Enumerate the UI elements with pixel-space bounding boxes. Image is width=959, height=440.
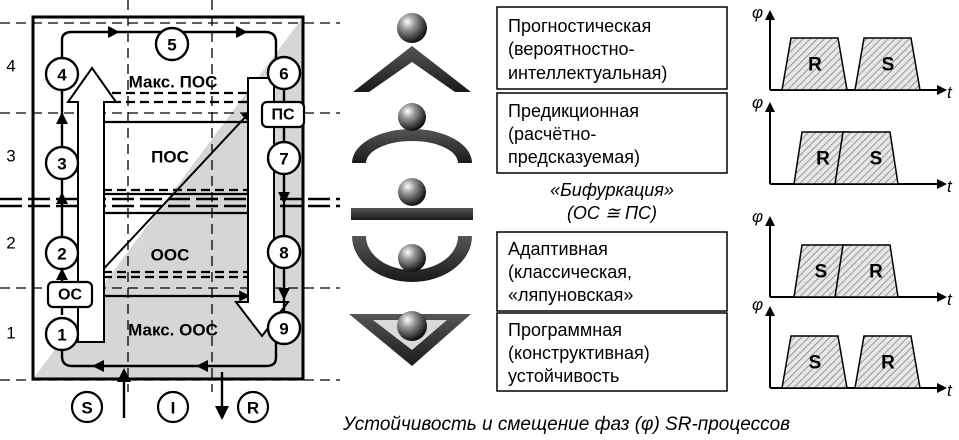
svg-text:φ: φ	[752, 93, 763, 112]
ball-on-peak-icon	[353, 13, 471, 92]
svg-text:4: 4	[57, 66, 67, 85]
stability-descriptions: Прогностическая (вероятностно- интеллект…	[496, 6, 728, 392]
svg-text:3: 3	[57, 155, 66, 174]
svg-text:(вероятностно-: (вероятностно-	[508, 39, 635, 59]
svg-text:R: R	[869, 262, 883, 283]
svg-text:φ: φ	[752, 207, 763, 226]
svg-text:Прогностическая: Прогностическая	[508, 16, 651, 36]
svg-text:8: 8	[279, 244, 288, 263]
region-oos: ООС	[151, 246, 190, 265]
svg-text:«ляпуновская»: «ляпуновская»	[508, 285, 633, 305]
svg-text:ОС: ОС	[58, 287, 82, 304]
node-5: 5	[154, 26, 190, 62]
svg-text:t: t	[947, 381, 953, 400]
region-pos: ПОС	[151, 148, 189, 167]
region-max-pos: Макс. ПОС	[129, 73, 218, 92]
stability-icons	[349, 13, 473, 366]
svg-text:S: S	[809, 353, 822, 374]
node-3: 3	[44, 145, 80, 181]
node-9: 9	[266, 310, 302, 346]
phase-axis-x: t	[947, 83, 953, 102]
svg-text:t: t	[947, 177, 953, 196]
svg-text:предсказуемая): предсказуемая)	[508, 147, 640, 167]
svg-text:9: 9	[279, 320, 288, 339]
os-box: ОС	[46, 280, 94, 309]
svg-text:S: S	[882, 55, 895, 76]
svg-text:R: R	[247, 399, 259, 418]
svg-text:R: R	[816, 149, 830, 170]
phase-plot-3: φ t S R	[752, 207, 953, 309]
phase-plot-2: φ t R S	[752, 93, 953, 196]
phase-plot-4: φ t S R	[752, 295, 953, 400]
input-s: S	[70, 390, 104, 424]
node-7: 7	[266, 140, 302, 176]
svg-text:(ОС ≅ ПС): (ОС ≅ ПС)	[567, 203, 657, 223]
node-2: 2	[44, 235, 80, 271]
svg-text:2: 2	[57, 245, 66, 264]
svg-text:S: S	[870, 149, 883, 170]
svg-text:S: S	[815, 262, 828, 283]
caption: Устойчивость и смещение фаз (φ) SR-проце…	[342, 414, 790, 435]
node-6: 6	[266, 55, 302, 91]
bifurcation-label: «Бифуркация» (ОС ≅ ПС)	[550, 180, 674, 223]
svg-text:(классическая,: (классическая,	[508, 262, 632, 282]
input-i: I	[156, 390, 190, 424]
svg-text:φ: φ	[752, 295, 763, 314]
node-8: 8	[266, 234, 302, 270]
nodes: 1 2 3 4 5 6 7 8 9	[44, 26, 302, 352]
svg-text:(расчётно-: (расчётно-	[508, 124, 596, 144]
output-r: R	[236, 390, 270, 424]
svg-text:1: 1	[57, 326, 66, 345]
level-3: 3	[6, 147, 15, 166]
ps-box: ПС	[260, 100, 306, 129]
svg-text:R: R	[808, 55, 822, 76]
svg-text:Предикционная: Предикционная	[508, 101, 639, 121]
svg-text:5: 5	[167, 36, 176, 55]
level-2: 2	[6, 234, 15, 253]
up-arrow	[66, 66, 118, 343]
svg-text:t: t	[947, 290, 953, 309]
svg-text:«Бифуркация»: «Бифуркация»	[550, 180, 674, 200]
level-1: 1	[6, 324, 15, 343]
svg-text:I: I	[171, 399, 176, 418]
process-diagram: 1 2 3 4 5 6 7 8 9 ОС ПС Макс. ПОС ПОС ОО…	[0, 0, 340, 424]
node-4: 4	[44, 56, 80, 92]
svg-text:устойчивость: устойчивость	[508, 366, 619, 386]
level-4: 4	[6, 57, 15, 76]
region-max-oos: Макс. ООС	[128, 321, 218, 340]
svg-text:7: 7	[279, 150, 288, 169]
phase-plots: φ t R S φ t R S φ t S R	[752, 3, 953, 400]
ball-on-dome-icon	[352, 103, 472, 163]
stability-adaptive: Адаптивная (классическая, «ляпуновская»	[496, 231, 728, 312]
svg-text:Программная: Программная	[508, 320, 622, 340]
svg-text:6: 6	[279, 65, 288, 84]
phase-plot-1: φ t R S	[752, 3, 953, 102]
svg-text:S: S	[81, 399, 92, 418]
svg-text:ПС: ПС	[271, 107, 295, 124]
node-1: 1	[44, 316, 80, 352]
stability-programmatic: Программная (конструктивная) устойчивост…	[496, 312, 728, 392]
svg-text:Адаптивная: Адаптивная	[508, 239, 608, 259]
phase-axis-y: φ	[752, 3, 763, 22]
stability-prognostic: Прогностическая (вероятностно- интеллект…	[496, 6, 728, 90]
svg-text:интеллектуальная): интеллектуальная)	[508, 63, 667, 83]
stability-predictive: Предикционная (расчётно- предсказуемая)	[496, 92, 728, 174]
ball-in-v-icon	[349, 311, 471, 366]
ball-on-flat-icon	[351, 178, 473, 220]
svg-text:(конструктивная): (конструктивная)	[508, 343, 650, 363]
svg-text:R: R	[881, 353, 895, 374]
ball-in-bowl-icon	[352, 236, 472, 282]
